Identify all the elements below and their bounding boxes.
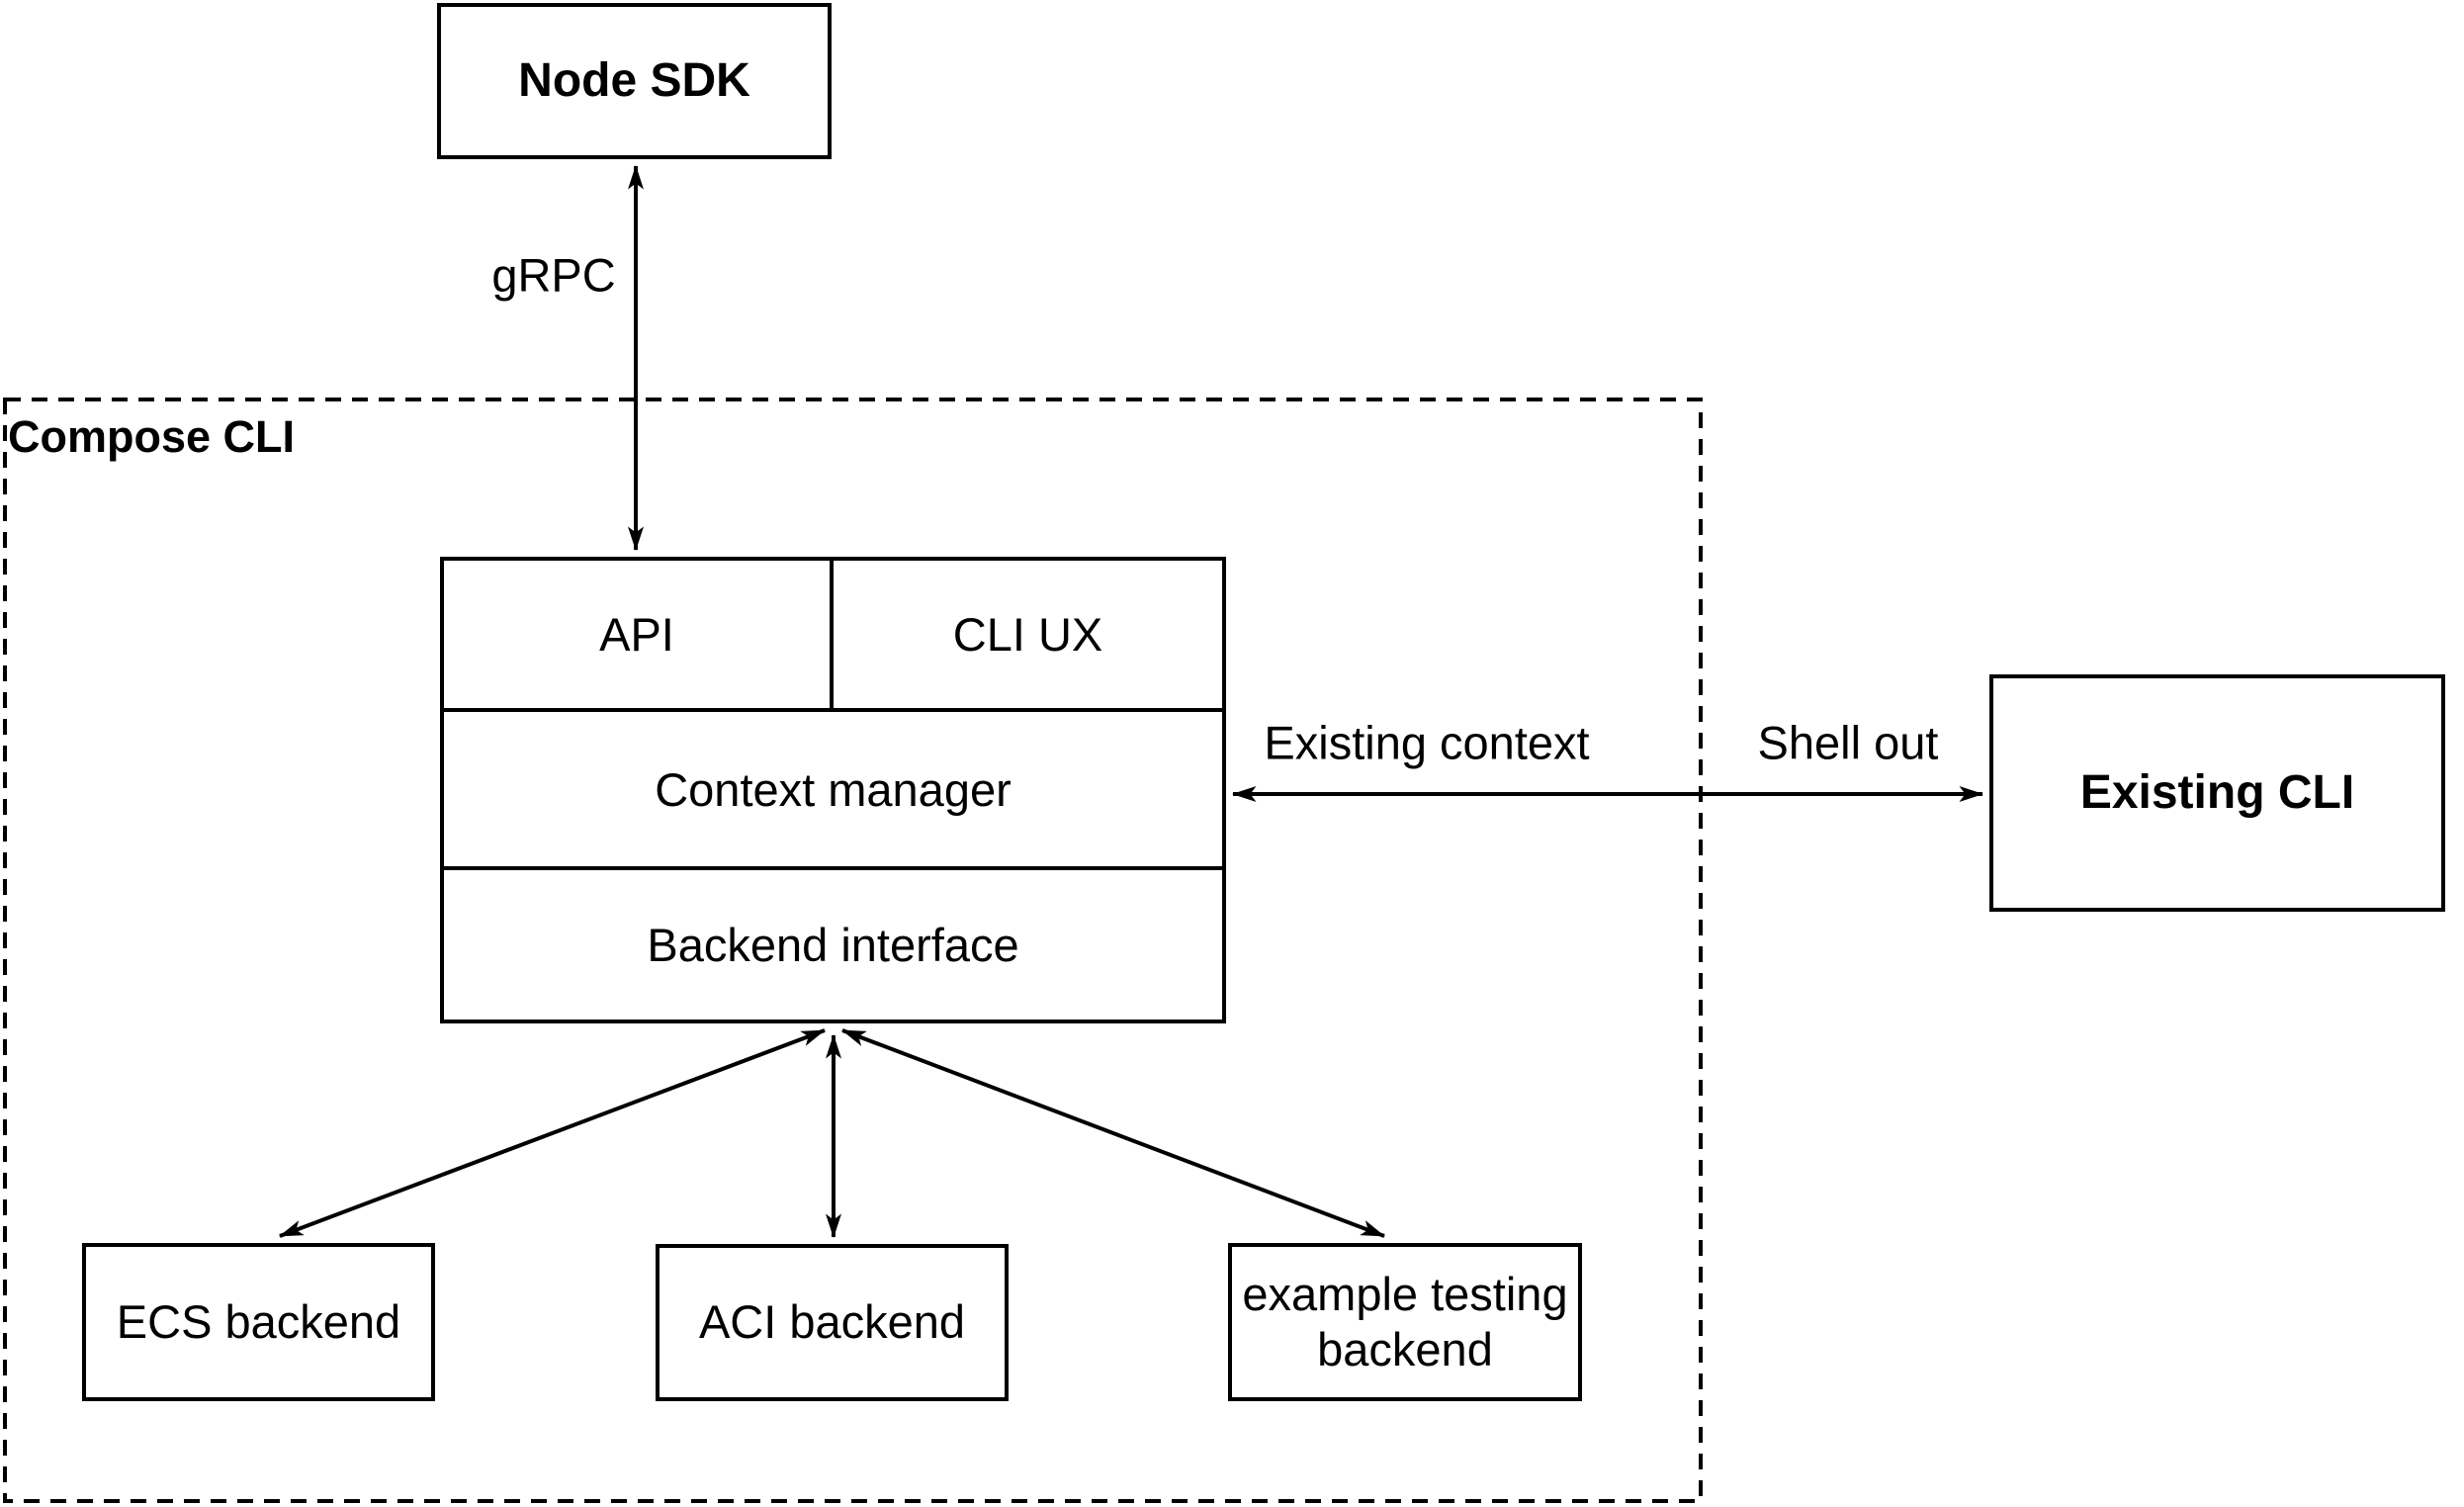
backend-interface-label: Backend interface bbox=[647, 919, 1019, 971]
context-manager-row: Context manager bbox=[444, 712, 1222, 870]
cli-ux-label: CLI UX bbox=[952, 608, 1103, 661]
compose-cli-core-box: API CLI UX Context manager Backend inter… bbox=[440, 557, 1226, 1023]
grpc-edge-label: gRPC bbox=[491, 248, 616, 302]
example-testing-backend-arrow bbox=[841, 1028, 1385, 1238]
existing-cli-label: Existing CLI bbox=[2079, 766, 2355, 820]
context-manager-label: Context manager bbox=[655, 762, 1012, 816]
example-testing-backend-box: example testing backend bbox=[1228, 1243, 1582, 1401]
aci-backend-label: ACI backend bbox=[698, 1295, 966, 1349]
aci-backend-box: ACI backend bbox=[656, 1244, 1009, 1401]
cli-ux-cell: CLI UX bbox=[834, 561, 1222, 708]
compose-cli-label: Compose CLI bbox=[8, 411, 296, 462]
existing-context-edge-label: Existing context bbox=[1264, 716, 1590, 769]
backend-interface-row: Backend interface bbox=[444, 870, 1222, 1019]
shell-out-edge-label: Shell out bbox=[1757, 716, 1939, 769]
ecs-backend-box: ECS backend bbox=[82, 1243, 435, 1401]
existing-cli-box: Existing CLI bbox=[1989, 674, 2445, 912]
api-cell: API bbox=[444, 561, 834, 708]
api-label: API bbox=[599, 608, 674, 661]
ecs-backend-arrow bbox=[279, 1028, 826, 1238]
top-row: API CLI UX bbox=[444, 561, 1222, 712]
example-testing-backend-label: example testing backend bbox=[1242, 1267, 1568, 1375]
node-sdk-label: Node SDK bbox=[518, 54, 750, 108]
ecs-backend-label: ECS backend bbox=[116, 1294, 401, 1348]
node-sdk-box: Node SDK bbox=[437, 3, 832, 159]
